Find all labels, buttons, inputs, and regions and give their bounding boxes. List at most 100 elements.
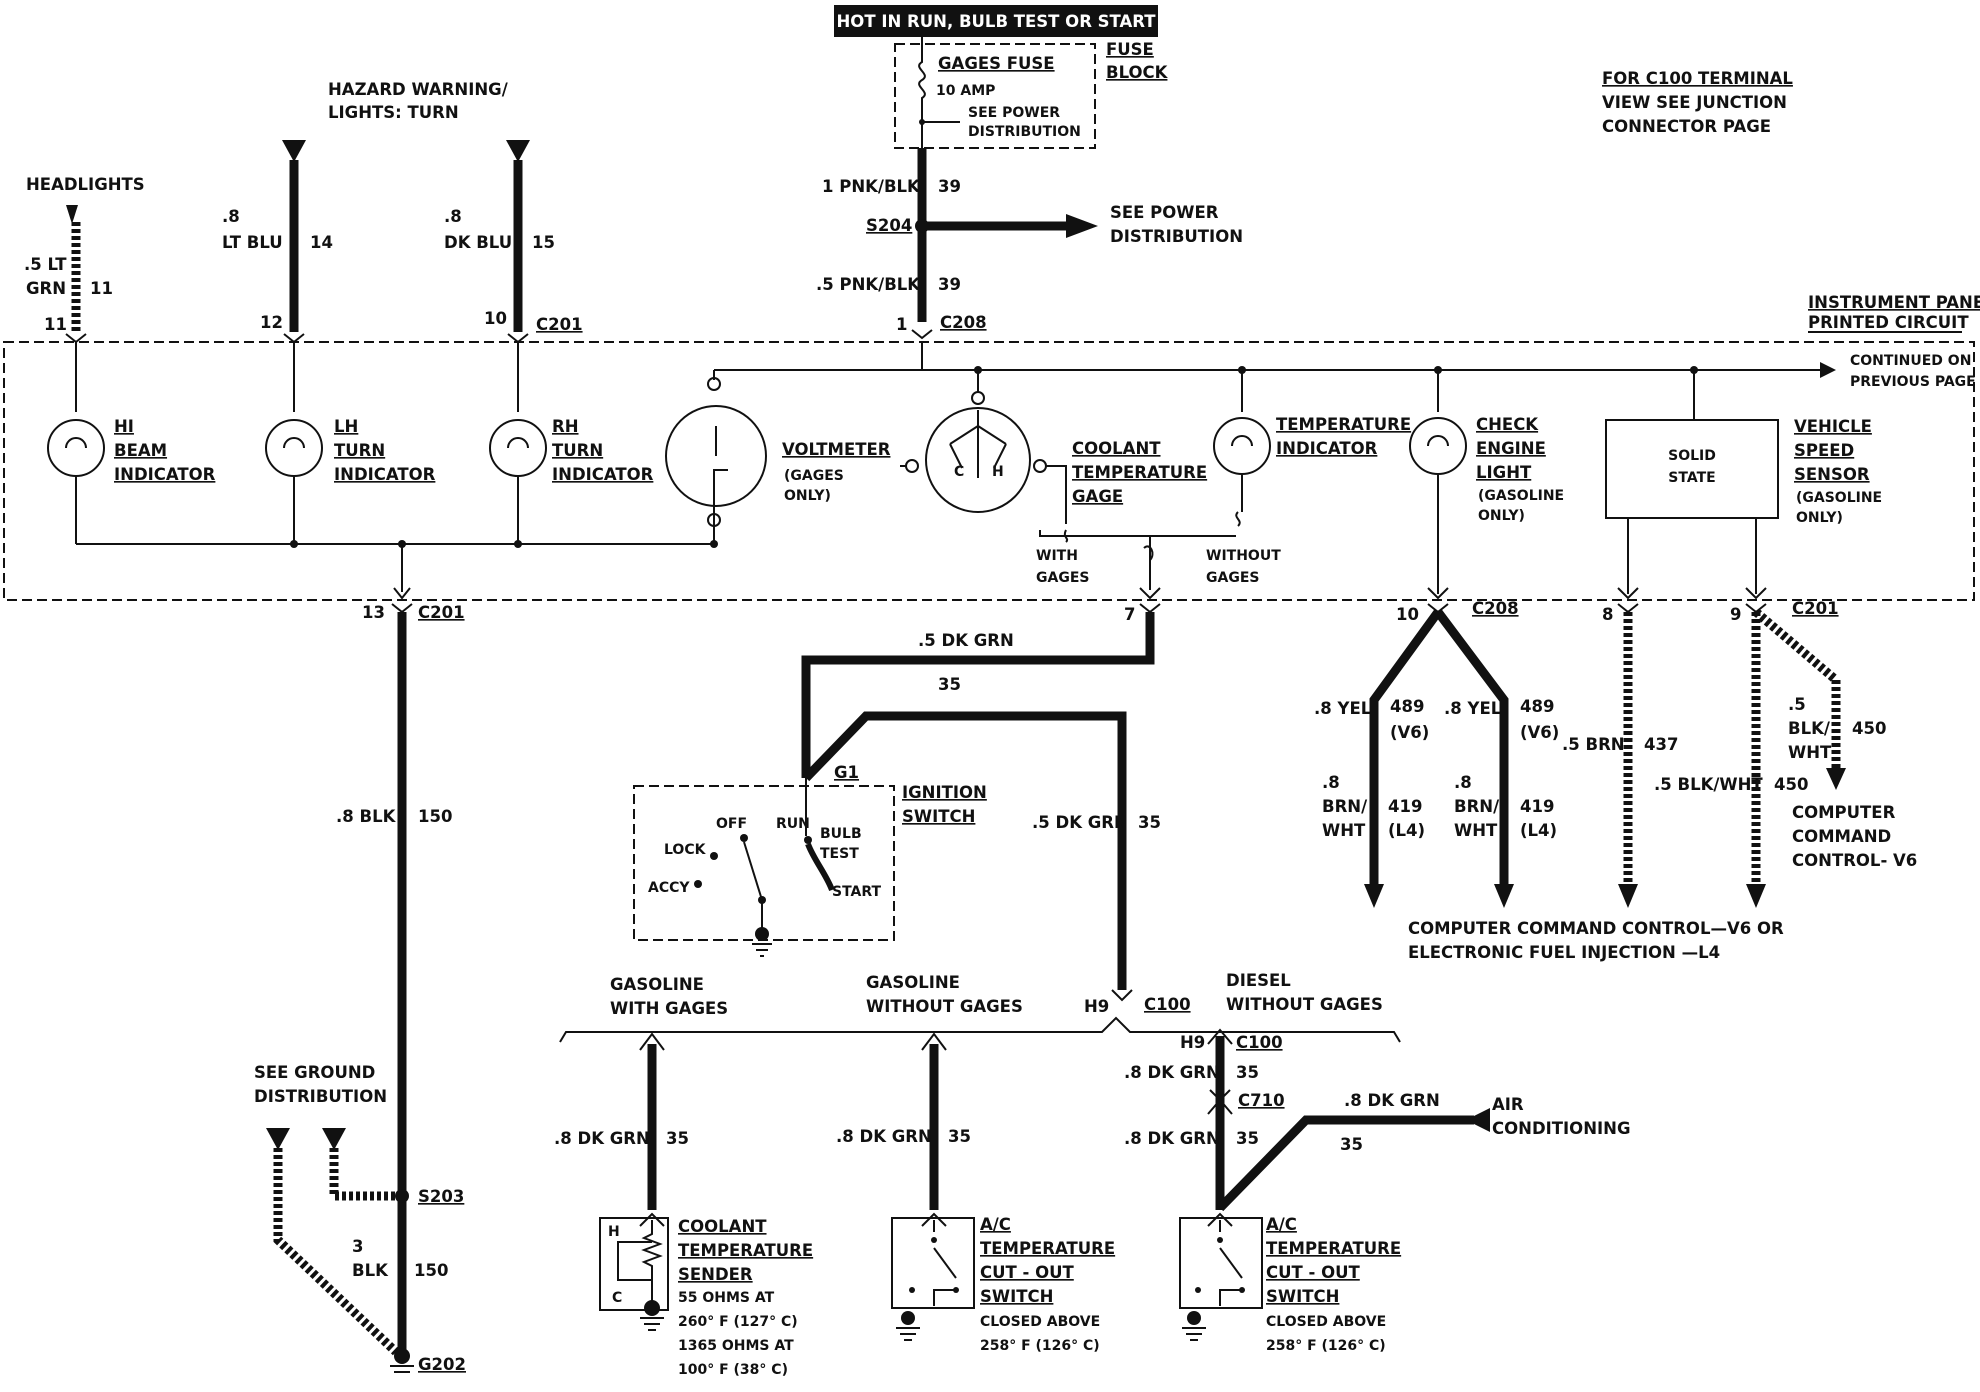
voltmeter-note-2: ONLY) — [784, 488, 831, 504]
c35-c: 35 — [1236, 1063, 1259, 1082]
ac-sw-a-2: TEMPERATURE — [980, 1239, 1115, 1258]
sender-h: H — [608, 1224, 620, 1240]
l4-b: (L4) — [1520, 821, 1557, 840]
ac-sw-b-4: SWITCH — [1266, 1287, 1339, 1306]
c100-b: C100 — [1236, 1033, 1283, 1052]
ground-1: SEE GROUND — [254, 1063, 375, 1082]
feed-wire1-circ: 39 — [938, 177, 961, 196]
ign-accy: ACCY — [648, 880, 690, 896]
conn-c201-b: C201 — [1792, 599, 1839, 618]
lt-blu-gauge: .8 — [222, 207, 240, 226]
c489-a: 489 — [1390, 697, 1424, 716]
ac-sw-a-spec-1: CLOSED ABOVE — [980, 1314, 1100, 1330]
fuse-block-outline — [894, 43, 1096, 149]
fuse-block-1: FUSE — [1106, 40, 1154, 59]
voltmeter-note-1: (GAGES — [784, 468, 844, 484]
brn-a-2: BRN/ — [1322, 797, 1368, 816]
check-engine-3: LIGHT — [1476, 463, 1532, 482]
coolant-gage-symbol — [905, 370, 1069, 543]
dkgrn-f: .8 DK GRN — [836, 1127, 932, 1146]
rh-turn-2: TURN — [552, 441, 603, 460]
conn-c201-top: C201 — [536, 315, 583, 334]
blk3-1: 3 — [352, 1237, 363, 1256]
c35-f: 35 — [948, 1127, 971, 1146]
hi-beam-2: BEAM — [114, 441, 167, 460]
v6-a: (V6) — [1390, 723, 1429, 742]
h9-b: H9 — [1180, 1033, 1205, 1052]
check-engine-1: CHECK — [1476, 415, 1539, 434]
hi-beam-3: INDICATOR — [114, 465, 216, 484]
gages-junction — [1039, 530, 1236, 590]
conn-c201-a: C201 — [418, 603, 465, 622]
ac-wire-label: .8 DK GRN — [1344, 1091, 1440, 1110]
c710: C710 — [1238, 1091, 1285, 1110]
c450-b: 450 — [1852, 719, 1886, 738]
conn-c208-b: C208 — [1472, 599, 1519, 618]
feed-wire1-label: 1 PNK/BLK — [822, 177, 921, 196]
ignition-1: IGNITION — [902, 783, 987, 802]
ground-wire-a — [273, 1148, 400, 1356]
ac-sw-b-3: CUT - OUT — [1266, 1263, 1361, 1282]
splice-s204: S204 — [866, 216, 912, 235]
solid-state-box — [1605, 419, 1779, 519]
headlights-wire-1: .5 LT — [24, 255, 67, 274]
solid-state-1: SOLID — [1668, 448, 1716, 464]
ac-switch-a-box — [891, 1217, 975, 1309]
sender-1: COOLANT — [678, 1217, 767, 1236]
hi-beam-bulb — [47, 342, 105, 544]
lh-turn-2: TURN — [334, 441, 385, 460]
solid-state-2: STATE — [1668, 470, 1715, 486]
coolant-sender-box — [599, 1217, 669, 1311]
headlights-title: HEADLIGHTS — [26, 175, 145, 194]
hazard-1: HAZARD WARNING/ — [328, 80, 509, 99]
instrument-panel-outline — [3, 341, 1975, 601]
temp-indicator-bulb — [1213, 370, 1271, 527]
dk-blu-gauge: .8 — [444, 207, 462, 226]
blk3-2: BLK — [352, 1261, 389, 1280]
pin-10: 10 — [1396, 605, 1419, 624]
ccc-v6-1: COMPUTER — [1792, 803, 1896, 822]
check-note-2: ONLY) — [1478, 508, 1525, 524]
blkwht-b-1: .5 — [1788, 695, 1806, 714]
feed-pin: 1 — [896, 315, 907, 334]
dk-grn-run-wire — [802, 711, 1127, 990]
dk-blu-color: DK BLU — [444, 233, 512, 252]
power-dist-2: DISTRIBUTION — [1110, 227, 1243, 246]
dk-grn-2: .5 DK GRN — [1032, 813, 1128, 832]
ign-lock: LOCK — [664, 842, 707, 858]
headlights-wire-2: GRN — [26, 279, 66, 298]
c100-note-1: FOR C100 TERMINAL — [1602, 69, 1793, 88]
sender-2: TEMPERATURE — [678, 1241, 813, 1260]
panel-title-2: PRINTED CIRCUIT — [1808, 313, 1969, 332]
blk-wire: .8 BLK — [336, 807, 397, 826]
hazard-2: LIGHTS: TURN — [328, 103, 459, 122]
dkgrn-c: .8 DK GRN — [1124, 1063, 1220, 1082]
blkwht-b-2: BLK/ — [1788, 719, 1831, 738]
c419-b: 419 — [1520, 797, 1554, 816]
c100-note-3: CONNECTOR PAGE — [1602, 117, 1771, 136]
source-label: HOT IN RUN, BULB TEST OR START — [837, 12, 1157, 31]
gas-without-2: WITHOUT GAGES — [866, 997, 1023, 1016]
dkgrn-d: .8 DK GRN — [1124, 1129, 1220, 1148]
pin-7: 7 — [1124, 605, 1135, 624]
diesel-1: DIESEL — [1226, 971, 1291, 990]
lt-blu-pin: 12 — [260, 313, 283, 332]
dk-grn-1: .5 DK GRN — [918, 631, 1014, 650]
sender-spec-4: 100° F (38° C) — [678, 1362, 788, 1378]
vss-2: SPEED — [1794, 441, 1854, 460]
c35-e: 35 — [666, 1129, 689, 1148]
dk-grn-ignition-wire — [801, 612, 1155, 778]
hi-beam-1: HI — [114, 417, 134, 436]
ac-switch-b-box — [1179, 1217, 1263, 1309]
sender-spec-3: 1365 OHMS AT — [678, 1338, 794, 1354]
dk-blu-circ: 15 — [532, 233, 555, 252]
sender-spec-2: 260° F (127° C) — [678, 1314, 798, 1330]
pin-13: 13 — [362, 603, 385, 622]
without-gages-1: WITHOUT — [1206, 548, 1281, 564]
c100-note-2: VIEW SEE JUNCTION — [1602, 93, 1787, 112]
gas-with-1: GASOLINE — [610, 975, 704, 994]
gage-c: C — [954, 464, 964, 480]
fuse-note-1: SEE POWER — [968, 105, 1060, 121]
sender-spec-1: 55 OHMS AT — [678, 1290, 775, 1306]
